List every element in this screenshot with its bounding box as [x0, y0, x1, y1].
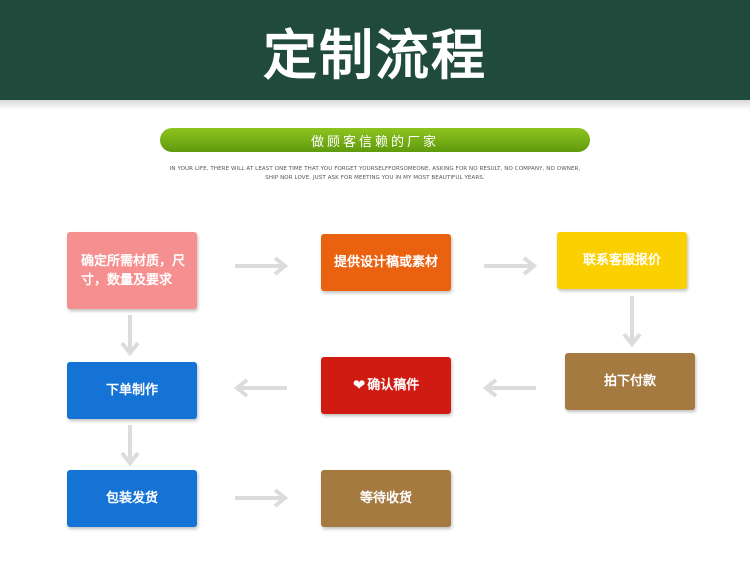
step-packing-shipping: 包装发货	[67, 470, 197, 527]
subtitle-line-1: IN YOUR LIFE, THERE WILL AT LEAST ONE TI…	[169, 166, 581, 172]
subtitle-line-2: SHIP NOR LOVE. JUST ASK FOR MEETING YOU …	[265, 175, 485, 181]
step-confirm-draft: ❤ 确认稿件	[321, 357, 451, 414]
heart-icon: ❤	[352, 376, 366, 394]
header-bar: 定制流程	[0, 0, 750, 100]
arrow-left-icon	[233, 378, 287, 398]
step-contact-service: 联系客服报价	[557, 232, 687, 289]
step-confirm-requirements: 确定所需材质，尺寸，数量及要求	[67, 232, 197, 309]
step-label: 确定所需材质，尺寸，数量及要求	[81, 253, 186, 288]
step-payment: 拍下付款	[565, 353, 695, 410]
arrow-down-icon	[120, 315, 140, 357]
step-await-delivery: 等待收货	[321, 470, 451, 527]
arrow-down-icon	[622, 296, 642, 348]
step-label: 确认稿件	[367, 378, 420, 393]
arrow-left-icon	[482, 378, 536, 398]
step-production: 下单制作	[67, 362, 197, 419]
arrow-right-icon	[235, 488, 289, 508]
slogan-banner: 做顾客信赖的厂家	[160, 128, 590, 152]
arrow-right-icon	[235, 256, 289, 276]
slogan-text: 做顾客信赖的厂家	[310, 134, 439, 150]
arrow-right-icon	[484, 256, 538, 276]
step-provide-design: 提供设计稿或素材	[321, 234, 451, 291]
step-label: 联系客服报价	[582, 253, 661, 268]
step-label: 等待收货	[359, 491, 412, 506]
step-label: 提供设计稿或素材	[333, 255, 438, 270]
step-label: 下单制作	[105, 383, 158, 398]
arrow-down-icon	[120, 425, 140, 467]
step-label: 包装发货	[105, 491, 158, 506]
header-shadow	[0, 100, 750, 110]
page-title: 定制流程	[263, 23, 487, 87]
step-label: 拍下付款	[603, 374, 656, 389]
